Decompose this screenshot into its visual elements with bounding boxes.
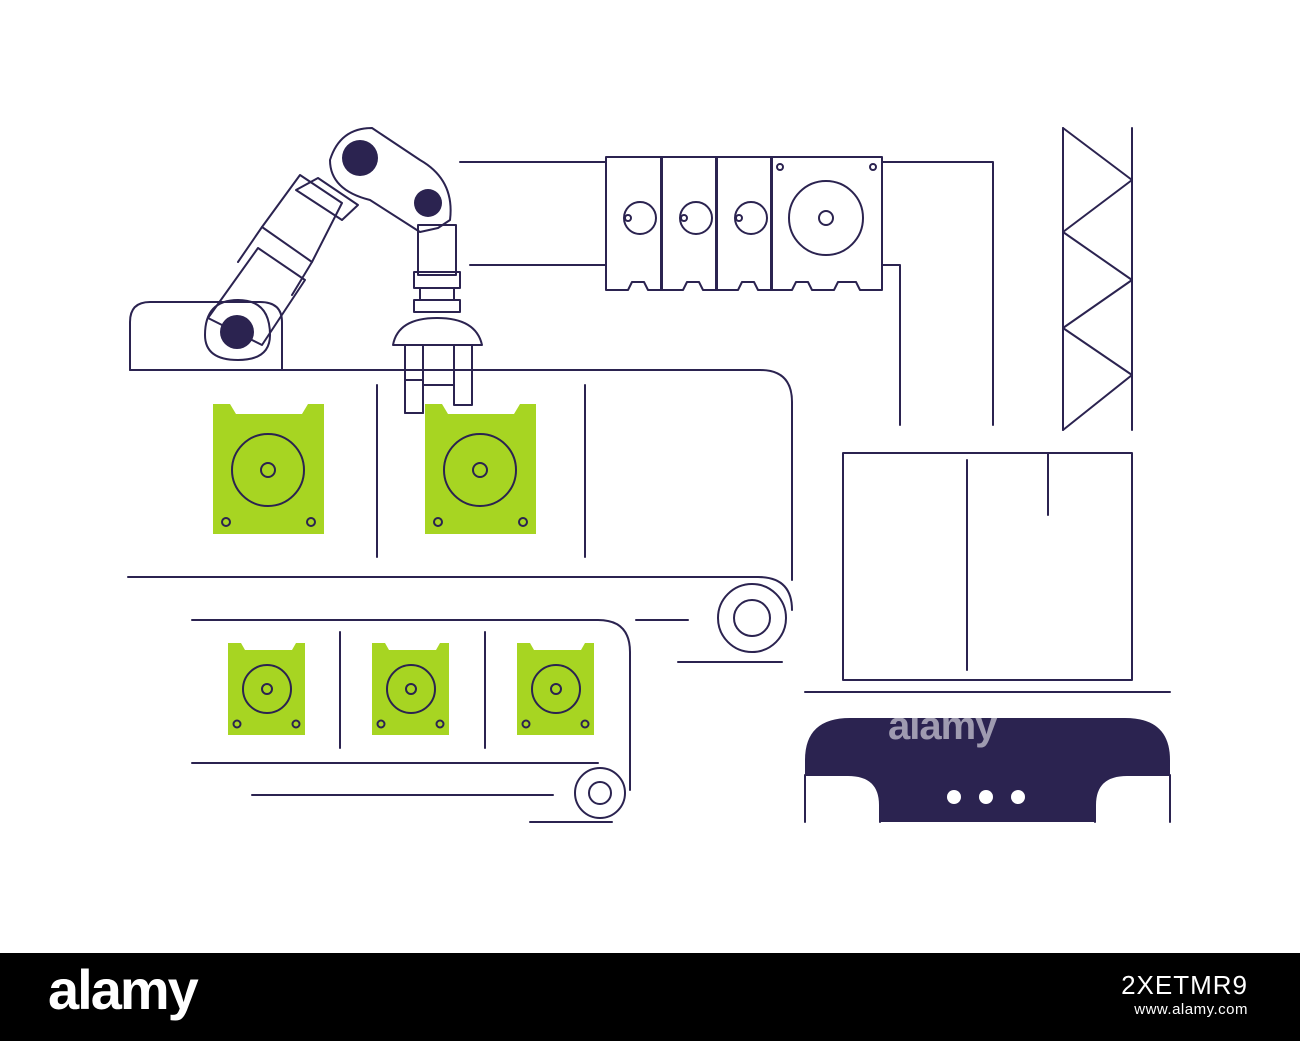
watermark: alamy	[888, 704, 997, 748]
upper-conveyor	[127, 369, 793, 663]
robot-base	[129, 301, 283, 371]
mobile-robot	[804, 718, 1171, 823]
footer-bar: alamy 2XETMR9 www.alamy.com	[0, 953, 1300, 1041]
drive-upper-2	[404, 379, 536, 534]
overhead-rail	[459, 161, 994, 426]
stacked-drives	[605, 156, 883, 291]
alamy-logo: alamy	[48, 958, 199, 1021]
drive-lower-2	[372, 643, 449, 735]
cardboard-box	[804, 452, 1171, 693]
truss-tower	[1062, 127, 1133, 431]
drive-lower-1	[228, 643, 305, 735]
drive-lower-3	[517, 643, 594, 735]
image-code: 2XETMR9	[1121, 970, 1248, 1000]
site-url: www.alamy.com	[1134, 1001, 1248, 1018]
drive-upper-1	[213, 404, 324, 534]
footer-info: 2XETMR9 www.alamy.com	[1121, 971, 1248, 1021]
lower-conveyor	[191, 619, 631, 823]
factory-illustration	[127, 127, 1171, 823]
